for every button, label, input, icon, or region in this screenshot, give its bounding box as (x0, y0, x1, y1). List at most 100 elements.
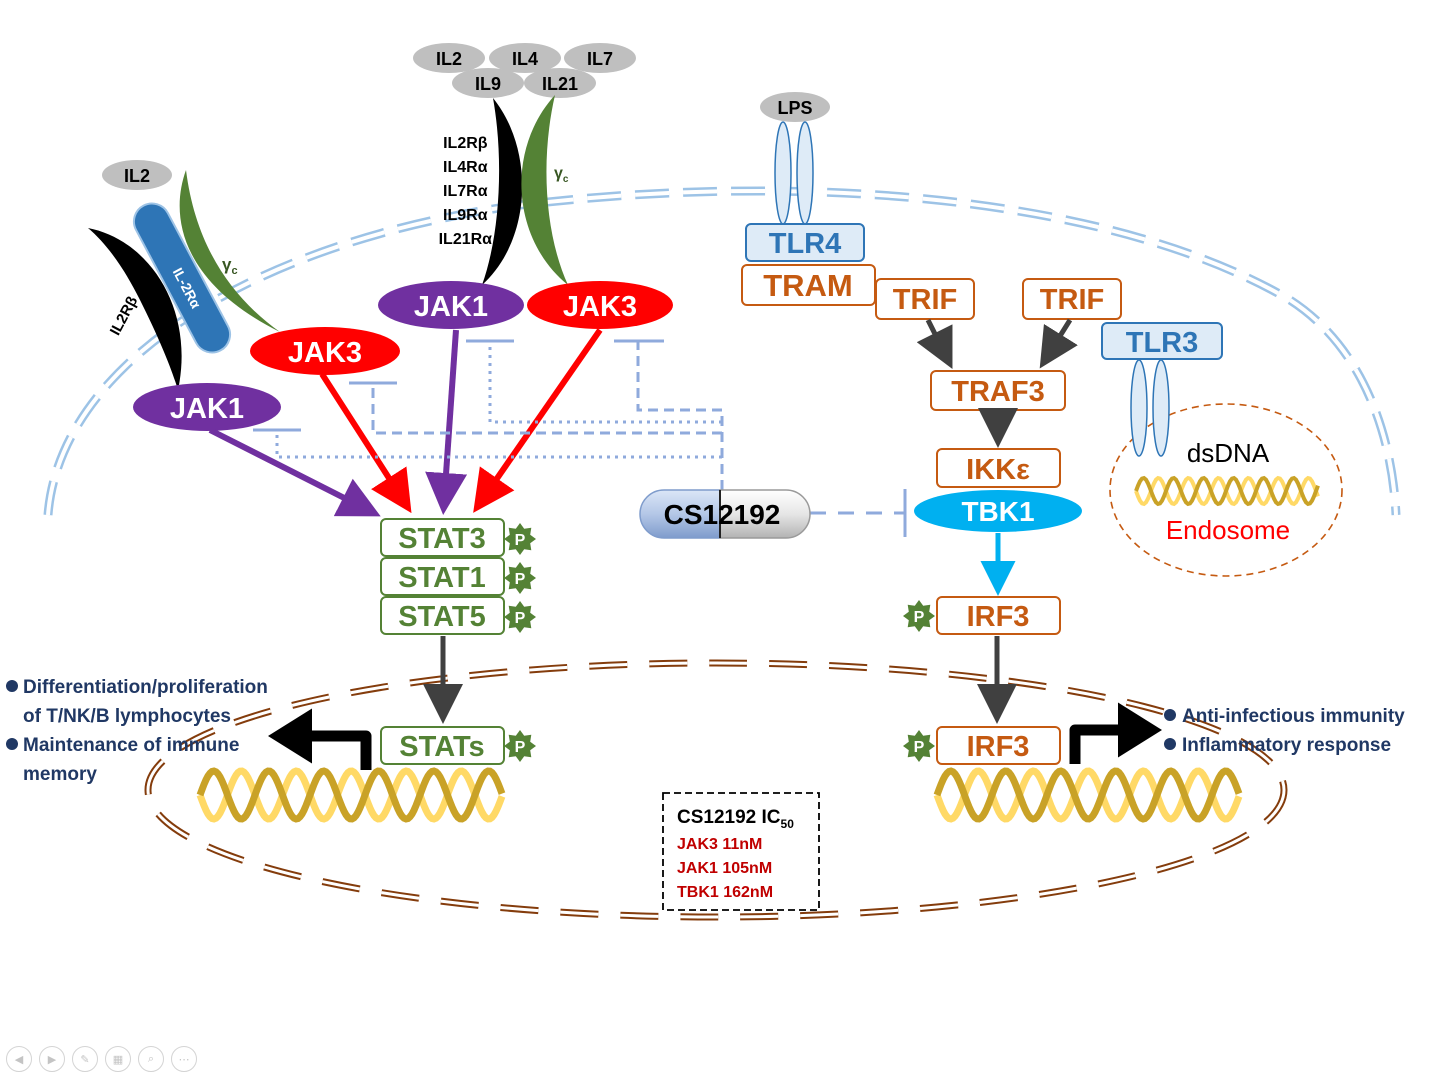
stat5-label: STAT5 (398, 601, 486, 633)
jak-kinases: JAK1 JAK3 JAK1 JAK3 (133, 281, 673, 431)
il2r-alpha-chain (132, 202, 232, 354)
lps-label: LPS (777, 98, 812, 118)
outcome-memory-1: Maintenance of immune (23, 735, 239, 756)
irf3-cytoplasm-label: IRF3 (967, 601, 1030, 633)
tlr3-pathway: TLR3 dsDNA Endosome (1101, 322, 1290, 545)
slideshow-toolbar: ◀ ▶ ✎ ▦ ⌕ ⋯ (6, 1046, 197, 1076)
nuclear-dna-helix-right (933, 767, 1243, 823)
irf3-nuclear-box (936, 726, 1061, 765)
jak1-left (133, 383, 281, 431)
gamma-c-label-left: γc (222, 255, 238, 277)
il2r-beta-label: IL2Rβ (107, 293, 142, 338)
nuclear-dna-helix-left (196, 767, 506, 823)
ic50-jak1: JAK1 105nM (677, 860, 772, 877)
jak-to-stat-arrows (208, 328, 603, 517)
jak3-center-label: JAK3 (563, 291, 637, 323)
arrow-jak1-left-to-stat (208, 427, 381, 517)
arrow-trif1-to-traf3 (916, 318, 953, 369)
ic50-box (662, 792, 820, 911)
ic50-table: CS12192 IC50 JAK3 11nM JAK1 105nM TBK1 1… (662, 792, 820, 911)
outcomes-right: Anti-infectious immunity Inflammatory re… (1164, 706, 1405, 756)
ikke-label: IKKε (966, 454, 1030, 486)
gamma-c-chain-center (521, 95, 568, 285)
tlr3-transmembrane-1 (1130, 359, 1148, 457)
jak3-left-label: JAK3 (288, 337, 362, 369)
bullet-left-1 (6, 680, 18, 692)
irf3-cytoplasm-box (936, 596, 1061, 635)
il4-ligand (489, 43, 561, 73)
il2-ligand-left (102, 160, 172, 190)
phosphate-badge: P (903, 730, 935, 762)
dsdna-label: dsDNA (1187, 438, 1270, 468)
tlr4-pathway: LPS TLR4 TRAM TRIF TRIF (741, 92, 1122, 320)
arrow-trif2-to-traf3 (1039, 318, 1078, 369)
cell-membrane (43, 186, 1401, 516)
slides-grid-icon[interactable]: ▦ (105, 1046, 131, 1072)
stat3-label: STAT3 (398, 523, 486, 555)
outcomes-left: Differentiation/proliferation of T/NK/B … (6, 677, 268, 785)
tlr3-label: TLR3 (1126, 327, 1199, 359)
endosome-dsdna-helix (1134, 475, 1320, 507)
cytokine-ligands-top: IL2 IL4 IL7 IL9 IL21 (413, 43, 636, 98)
jak3-center (527, 281, 673, 329)
phosphate-badge: P (504, 601, 536, 633)
next-slide-icon[interactable]: ▶ (39, 1046, 65, 1072)
phosphate-label: P (914, 609, 925, 626)
pen-icon[interactable]: ✎ (72, 1046, 98, 1072)
il7-ligand-label: IL7 (587, 49, 613, 69)
traf3-label: TRAF3 (951, 376, 1044, 408)
il2-ligand-left-label: IL2 (124, 166, 150, 186)
ikke-box (936, 448, 1061, 488)
il21-ligand-label: IL21 (542, 74, 578, 94)
tlr4-transmembrane-1 (774, 121, 792, 225)
endosome-label: Endosome (1166, 515, 1290, 545)
tram-label: TRAM (763, 268, 853, 303)
receptor-chain-list: IL2Rβ IL4Rα IL7Rα IL9Rα IL21Rα (439, 135, 493, 248)
alpha-beta-chain-center (482, 98, 523, 285)
jak1-center-label: JAK1 (414, 291, 488, 323)
phosphate-badge: P (903, 600, 935, 632)
arrow-jak3-center-to-stat (473, 328, 603, 513)
dna-helices (196, 475, 1320, 823)
stat1-label: STAT1 (398, 562, 486, 594)
stats-nuclear-label: STATs (399, 731, 484, 763)
ic50-jak3: JAK3 11nM (677, 836, 762, 853)
lps-ligand (760, 92, 830, 122)
more-options-icon[interactable]: ⋯ (171, 1046, 197, 1072)
arrow-jak3-left-to-stat (319, 372, 412, 514)
phosphate-badge: P (504, 562, 536, 594)
outcome-differentiation: Differentiation/proliferation (23, 677, 268, 698)
zoom-icon[interactable]: ⌕ (138, 1046, 164, 1072)
trif-label-1: TRIF (893, 284, 957, 316)
outcome-lymphocytes: of T/NK/B lymphocytes (23, 706, 231, 727)
tbk1-irf3-pathway: TRAF3 IKKε TBK1 IRF3 IRF3 (914, 318, 1082, 765)
outcome-anti-infectious: Anti-infectious immunity (1182, 706, 1405, 727)
tbk1-label: TBK1 (961, 496, 1034, 527)
stat5-box (380, 596, 505, 635)
trif-label-2: TRIF (1040, 284, 1104, 316)
previous-slide-icon[interactable]: ◀ (6, 1046, 32, 1072)
endosome-membrane (1109, 403, 1343, 577)
stat-proteins: STAT3 STAT1 STAT5 STATs (380, 518, 505, 765)
il21-ligand (524, 68, 596, 98)
bullet-right-2 (1164, 738, 1176, 750)
stats-nuclear-box (380, 726, 505, 765)
tlr3-transmembrane-2 (1152, 359, 1170, 457)
common-cytokine-receptor: IL2Rβ IL4Rα IL7Rα IL9Rα IL21Rα γc (439, 95, 569, 285)
phosphate-label: P (914, 739, 925, 756)
il2-ligand-top (413, 43, 485, 73)
bullet-left-2 (6, 738, 18, 750)
ic50-tbk1: TBK1 162nM (677, 884, 773, 901)
transcription-arrow-right (1069, 702, 1162, 764)
jak1-left-label: JAK1 (170, 393, 244, 425)
cs12192-label: CS12192 (664, 499, 781, 530)
bullet-right-1 (1164, 709, 1176, 721)
nuclear-membrane (144, 659, 1288, 921)
il2-receptor-complex: IL2 IL2Rβ IL-2Rα γc (88, 160, 280, 390)
cs12192-inhibition-lines (253, 339, 907, 537)
tlr4-box (745, 223, 865, 262)
jak1-center (378, 281, 524, 329)
transcription-arrow-left (268, 708, 372, 770)
